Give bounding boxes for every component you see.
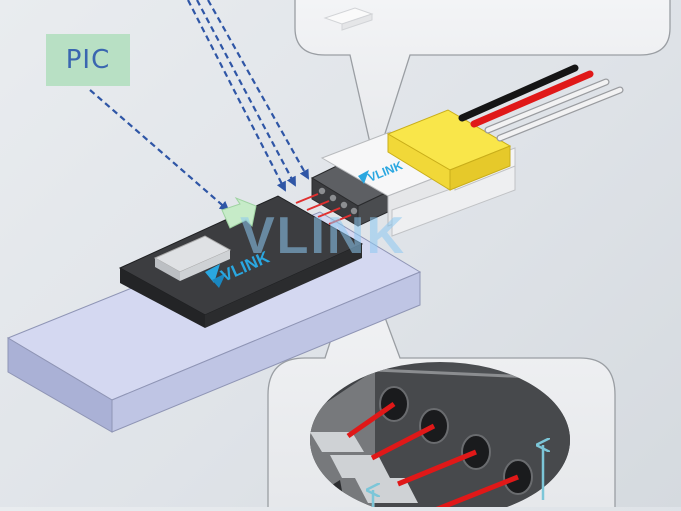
fiber-red	[429, 474, 519, 511]
ferrule-hole	[340, 201, 348, 209]
cable-black	[458, 64, 579, 122]
cable-white	[496, 86, 624, 142]
cable-red	[470, 70, 594, 128]
pointer-arrow	[207, 0, 309, 180]
yellow-driver-block	[386, 109, 512, 191]
fiber-red	[346, 401, 396, 439]
pointer-arrow	[196, 0, 296, 187]
fiber-red	[370, 423, 436, 461]
pointer-arrow	[187, 0, 286, 192]
pic-label: PIC	[46, 34, 130, 86]
watermark: VLINK	[240, 207, 406, 265]
fiber-stub	[295, 193, 319, 204]
ferrule-hole	[318, 187, 326, 195]
module-housing: VLINK	[320, 131, 516, 237]
chip-component	[153, 235, 232, 281]
fiber-connector	[295, 161, 394, 227]
pic-pointer-arrow	[89, 89, 230, 212]
ferrule-hole	[350, 207, 358, 215]
fiber-stub	[328, 214, 352, 225]
pic-chip: VLINK	[118, 195, 364, 328]
fiber-stub	[317, 207, 341, 218]
ferrule-hole	[329, 194, 337, 202]
green-arrow-icon	[221, 196, 257, 229]
fiber-red	[397, 449, 477, 487]
fiber-stub	[306, 200, 330, 211]
cable-white	[484, 78, 610, 134]
